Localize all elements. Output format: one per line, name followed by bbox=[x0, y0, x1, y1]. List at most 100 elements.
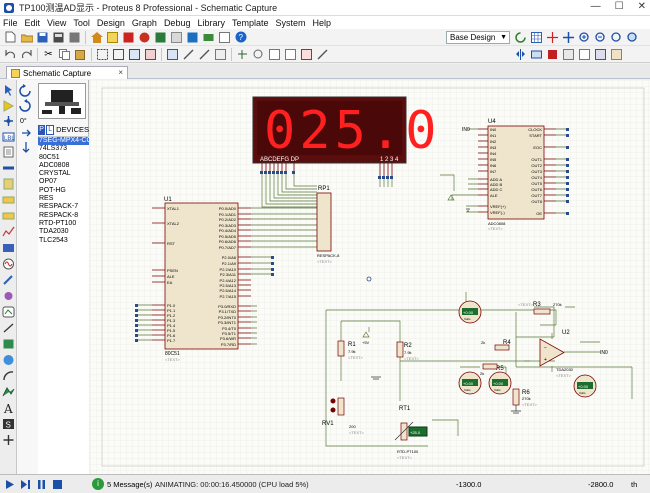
menu-system[interactable]: System bbox=[275, 17, 306, 28]
maximize-button[interactable]: ☐ bbox=[614, 1, 624, 12]
help-icon[interactable]: ? bbox=[234, 31, 247, 44]
block-move-icon[interactable] bbox=[112, 48, 125, 61]
design-explorer-icon[interactable] bbox=[218, 31, 231, 44]
list-item[interactable]: POT-HG bbox=[39, 186, 66, 194]
new-file-icon[interactable] bbox=[4, 31, 17, 44]
arc-icon[interactable] bbox=[2, 370, 15, 382]
menu-template[interactable]: Template bbox=[231, 17, 269, 28]
gerber-icon[interactable] bbox=[138, 31, 151, 44]
electrical-check-icon[interactable] bbox=[546, 48, 559, 61]
close-project-icon[interactable] bbox=[68, 31, 81, 44]
bus-icon[interactable] bbox=[2, 162, 15, 174]
zoom-in-icon[interactable] bbox=[578, 31, 591, 44]
device-pin-icon[interactable] bbox=[2, 210, 15, 222]
pick-devices-button[interactable]: P bbox=[38, 124, 46, 135]
r3-resistor[interactable]: R3 270k <TEXT> bbox=[518, 302, 562, 315]
menu-graph[interactable]: Graph bbox=[131, 17, 157, 28]
export-icon[interactable] bbox=[610, 48, 623, 61]
messages-icon[interactable]: i bbox=[92, 478, 104, 490]
rp1-resistor-pack[interactable]: RP1 RESPACK-8 <TEXT> bbox=[316, 186, 340, 264]
minimize-button[interactable]: — bbox=[590, 1, 601, 12]
search-tag-icon[interactable] bbox=[252, 48, 265, 61]
close-window-button[interactable]: ✕ bbox=[637, 1, 646, 12]
pause-icon[interactable] bbox=[35, 478, 48, 491]
terminal-icon[interactable] bbox=[2, 194, 15, 206]
select-mode-icon[interactable] bbox=[2, 84, 15, 96]
pan-icon[interactable] bbox=[562, 31, 575, 44]
source-code-icon[interactable] bbox=[186, 31, 199, 44]
graph-icon[interactable] bbox=[2, 226, 15, 238]
list-item[interactable]: RESPACK-8 bbox=[39, 211, 79, 219]
save-icon[interactable] bbox=[36, 31, 49, 44]
line-icon[interactable] bbox=[2, 322, 15, 334]
schematic-icon[interactable] bbox=[106, 31, 119, 44]
open-folder-icon[interactable] bbox=[20, 31, 33, 44]
list-item[interactable]: 74LS373 bbox=[39, 145, 68, 153]
voltage-probe-icon[interactable] bbox=[2, 274, 15, 286]
bill-icon[interactable] bbox=[202, 31, 215, 44]
zoom-all-icon[interactable] bbox=[610, 31, 623, 44]
generator-icon[interactable] bbox=[2, 258, 15, 270]
undo-icon[interactable] bbox=[4, 48, 17, 61]
marker-icon[interactable] bbox=[2, 434, 15, 446]
paste-icon[interactable] bbox=[74, 48, 87, 61]
list-item[interactable]: 80C51 bbox=[39, 153, 60, 161]
voltmeter[interactable]: +0.00 Volts bbox=[488, 371, 512, 395]
zoom-out-icon[interactable] bbox=[594, 31, 607, 44]
mirror-y-icon[interactable] bbox=[22, 142, 30, 153]
refresh-icon[interactable] bbox=[514, 31, 527, 44]
r5-resistor[interactable]: R5 2k bbox=[480, 363, 504, 376]
r1-resistor[interactable]: R1 7.9k <TEXT> bbox=[337, 340, 364, 360]
home-icon[interactable] bbox=[90, 31, 103, 44]
property-assign-icon[interactable] bbox=[268, 48, 281, 61]
packaging-icon[interactable] bbox=[198, 48, 211, 61]
list-item[interactable]: OP07 bbox=[39, 178, 57, 186]
tab-schematic-capture[interactable]: Schematic Capture × bbox=[6, 66, 128, 79]
messages-count[interactable]: 5 Message(s) bbox=[107, 480, 153, 489]
circle-icon[interactable] bbox=[2, 354, 15, 366]
block-delete-icon[interactable] bbox=[144, 48, 157, 61]
remove-sheet-icon[interactable] bbox=[300, 48, 313, 61]
list-item[interactable]: ADC0808 bbox=[39, 161, 70, 169]
u1-microcontroller[interactable]: U1 XTAL1 XTAL2 RST PSEN ALE EA P1.0 P1.1… bbox=[152, 197, 251, 362]
list-item[interactable]: TDA2030 bbox=[39, 228, 69, 236]
decompose-icon[interactable] bbox=[214, 48, 227, 61]
library-button[interactable]: L bbox=[46, 124, 55, 135]
menu-edit[interactable]: Edit bbox=[24, 17, 41, 28]
list-item[interactable]: CRYSTAL bbox=[39, 170, 71, 178]
design-selector-dropdown[interactable]: Base Design ▼ bbox=[446, 31, 510, 44]
block-copy-icon[interactable] bbox=[96, 48, 109, 61]
menu-view[interactable]: View bbox=[47, 17, 67, 28]
pcb-icon[interactable] bbox=[122, 31, 135, 44]
grid-toggle-icon[interactable] bbox=[530, 31, 543, 44]
import-icon[interactable] bbox=[52, 31, 65, 44]
stop-icon[interactable] bbox=[51, 478, 64, 491]
schematic-canvas[interactable]: 025.0 ABCDEFG DP 1 2 3 4 U1 XTAL1 X bbox=[90, 80, 650, 474]
r4-resistor[interactable]: R4 2k bbox=[481, 340, 511, 351]
subcircuit-icon[interactable] bbox=[2, 178, 15, 190]
design-rules-icon[interactable] bbox=[578, 48, 591, 61]
r2-resistor[interactable]: R2 7.9k <TEXT> bbox=[396, 341, 420, 361]
component-mode-icon[interactable] bbox=[2, 100, 15, 112]
symbol-icon[interactable]: S bbox=[2, 418, 15, 430]
menu-tool[interactable]: Tool bbox=[73, 17, 90, 28]
menu-library[interactable]: Library bbox=[197, 17, 225, 28]
menu-file[interactable]: File bbox=[3, 17, 18, 28]
wire-autorouter-icon[interactable] bbox=[236, 48, 249, 61]
new-sheet-icon[interactable] bbox=[284, 48, 297, 61]
voltmeter[interactable]: +0.00 Volts bbox=[458, 371, 482, 395]
bom-icon[interactable] bbox=[170, 31, 183, 44]
list-item[interactable]: RES bbox=[39, 195, 54, 203]
junction-dot-icon[interactable] bbox=[2, 115, 15, 127]
list-item[interactable]: TLC2543 bbox=[39, 236, 68, 244]
block-rotate-icon[interactable] bbox=[128, 48, 141, 61]
current-probe-icon[interactable] bbox=[2, 290, 15, 302]
netlist-icon[interactable] bbox=[316, 48, 329, 61]
mirror-x-icon[interactable] bbox=[22, 129, 31, 137]
rotate-ccw-icon[interactable] bbox=[18, 99, 32, 112]
voltmeter[interactable]: +0.00 Volts bbox=[458, 300, 482, 324]
play-icon[interactable] bbox=[3, 478, 16, 491]
virtual-instrument-icon[interactable] bbox=[2, 306, 15, 318]
mirror-icon[interactable] bbox=[514, 48, 527, 61]
list-item[interactable]: RTD-PT100 bbox=[39, 219, 77, 227]
